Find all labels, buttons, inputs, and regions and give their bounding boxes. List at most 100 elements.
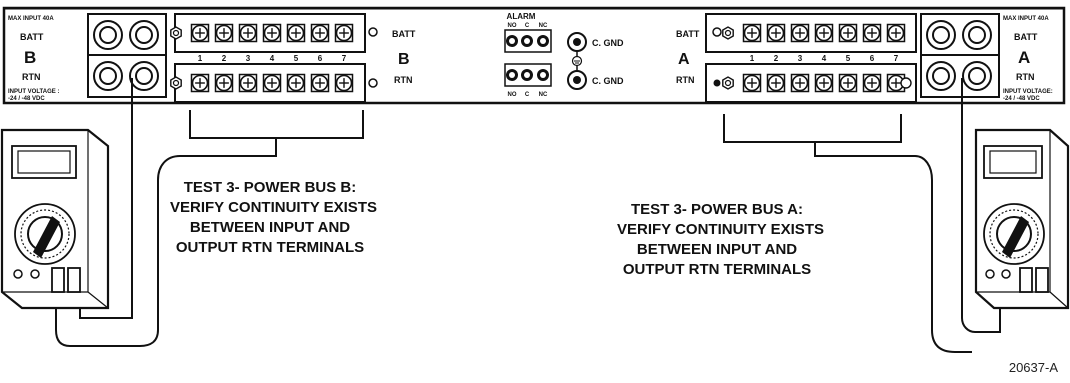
alarm-c-top: C — [525, 23, 530, 29]
terminal-number: 3 — [246, 54, 251, 63]
terminal-number: 1 — [198, 54, 203, 63]
ground-terminals: C. GND C. GND — [567, 32, 624, 90]
terminal-number: 4 — [822, 54, 827, 63]
alarm-title: ALARM — [507, 12, 536, 21]
side-a-rtn-screw-icon — [766, 73, 786, 93]
caption-power-bus-a: TEST 3- POWER BUS A: VERIFY CONTINUITY E… — [617, 200, 824, 280]
side-a-rtn-end-hex-icon — [722, 76, 734, 90]
side-b-letter: B — [24, 48, 36, 67]
side-b-probe-lead-return — [55, 298, 159, 347]
terminal-number: 1 — [750, 54, 755, 63]
caption-a-line-1: TEST 3- POWER BUS A: — [631, 201, 803, 218]
terminal-number: 6 — [870, 54, 875, 63]
side-b-batt-screw-icon — [262, 23, 282, 43]
side-b-batt-screw-icon — [310, 23, 330, 43]
side-b-batt-screw-icon — [334, 23, 354, 43]
side-a-rtn-screw-icon — [742, 73, 762, 93]
side-a-rtn-lug-icon — [926, 61, 956, 91]
terminal-number: 6 — [318, 54, 323, 63]
side-a-rtn-end-hex-icon — [900, 77, 912, 89]
side-a-probe-lead-to-bracket — [814, 142, 972, 353]
ground-label-top: C. GND — [592, 38, 624, 48]
side-b-batt-end-hex-icon — [170, 26, 182, 40]
side-b-batt-screw-icon — [286, 23, 306, 43]
side-a-label-block: MAX INPUT 40A BATT A RTN INPUT VOLTAGE: … — [1003, 16, 1053, 102]
side-b-probe-lead-to-bracket — [157, 138, 277, 330]
side-b-rtn-screw-icon — [310, 73, 330, 93]
side-b-rtn-screw-icon — [238, 73, 258, 93]
alarm-no-bottom: NO — [508, 92, 517, 98]
terminal-number: 4 — [270, 54, 275, 63]
side-b-rtn-end-hex-icon — [170, 76, 182, 90]
alarm-contact-icon — [521, 69, 533, 81]
side-b-rtn-label: RTN — [22, 72, 41, 82]
side-a-multimeter-icon — [974, 128, 1070, 310]
side-b-rtn-bracket — [189, 110, 364, 139]
side-b-batt-lug-icon — [129, 20, 159, 50]
figure-id: 20637-A — [1008, 360, 1058, 375]
side-b-strip-batt-label: BATT — [392, 29, 416, 39]
side-a-letter: A — [1018, 48, 1030, 67]
ground-label-bottom: C. GND — [592, 76, 624, 86]
side-a-rtn-terminal-strip — [705, 63, 917, 103]
alarm-block: ALARM NO C NC NO C NC — [504, 12, 552, 98]
side-a-rtn-label: RTN — [1016, 72, 1035, 82]
terminal-number: 2 — [222, 54, 227, 63]
side-a-batt-screw-icon — [766, 23, 786, 43]
side-a-batt-screw-icon — [886, 23, 906, 43]
side-a-batt-screw-icon — [790, 23, 810, 43]
alarm-nc-bottom: NC — [539, 92, 548, 98]
side-a-strip-rtn-label: RTN — [676, 75, 695, 85]
side-a-rtn-screw-icon — [814, 73, 834, 93]
side-b-batt-screw-icon — [214, 23, 234, 43]
side-b-batt-screw-icon — [190, 23, 210, 43]
side-a-rtn-screw-icon — [790, 73, 810, 93]
side-a-batt-label: BATT — [1014, 32, 1038, 42]
side-b-rtn-screw-icon — [286, 73, 306, 93]
side-a-batt-terminal-strip — [705, 13, 917, 53]
side-a-rtn-bracket — [723, 114, 902, 143]
side-a-rtn-screw-icon — [838, 73, 858, 93]
terminal-number: 5 — [846, 54, 851, 63]
side-a-batt-screw-icon — [838, 23, 858, 43]
side-b-rtn-screw-icon — [262, 73, 282, 93]
terminal-number: 3 — [798, 54, 803, 63]
side-a-probe-lead-to-input — [961, 78, 1001, 333]
side-b-rtn-lug-icon — [129, 61, 159, 91]
alarm-contact-icon — [537, 69, 549, 81]
alarm-contact-icon — [506, 35, 518, 47]
side-a-input-voltage-line1: INPUT VOLTAGE: — [1003, 89, 1053, 95]
caption-b-line-2: VERIFY CONTINUITY EXISTS — [170, 199, 377, 216]
terminal-number: 7 — [894, 54, 899, 63]
side-a-rtn-lug-icon — [962, 61, 992, 91]
side-b-batt-label: BATT — [20, 32, 44, 42]
side-b-label-block: MAX INPUT 40A BATT B RTN INPUT VOLTAGE :… — [8, 16, 59, 102]
caption-b-line-4: OUTPUT RTN TERMINALS — [175, 239, 365, 256]
side-a-input-voltage-line2: -24 / -48 VDC — [1003, 96, 1040, 102]
side-a-batt-lug-icon — [962, 20, 992, 50]
terminal-number: 5 — [294, 54, 299, 63]
side-b-input-lug-block — [87, 13, 167, 98]
caption-a-line-2: VERIFY CONTINUITY EXISTS — [617, 221, 824, 238]
caption-power-bus-b: TEST 3- POWER BUS B: VERIFY CONTINUITY E… — [170, 178, 377, 258]
side-b-batt-lug-icon — [93, 20, 123, 50]
side-a-batt-end-hex-icon — [722, 26, 734, 40]
side-a-batt-screw-icon — [862, 23, 882, 43]
alarm-contact-icon — [506, 69, 518, 81]
side-a-batt-lug-icon — [926, 20, 956, 50]
side-b-batt-terminal-strip — [170, 13, 366, 53]
side-a-batt-screw-icon — [814, 23, 834, 43]
side-b-max-input: MAX INPUT 40A — [8, 16, 54, 22]
caption-a-line-3: BETWEEN INPUT AND — [636, 241, 798, 258]
side-b-input-voltage-line1: INPUT VOLTAGE : — [8, 89, 59, 95]
side-b-input-voltage-line2: -24 / -48 VDC — [8, 96, 45, 102]
side-a-rtn-indicator — [713, 79, 721, 87]
side-a-strip-batt-label: BATT — [676, 29, 700, 39]
side-a-batt-indicator — [712, 27, 722, 37]
side-b-strip-rtn-label: RTN — [394, 75, 413, 85]
side-b-rtn-terminal-strip — [170, 63, 366, 103]
side-b-strip-letter: B — [398, 51, 410, 68]
